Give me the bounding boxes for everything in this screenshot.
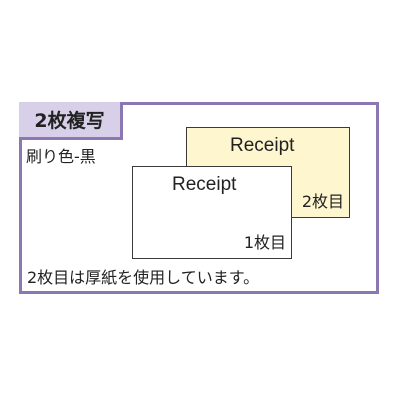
second-sheet-title: Receipt [230,135,295,156]
copy-count-badge: 2枚複写 [19,102,123,140]
second-sheet-number: 2枚目 [301,192,344,211]
first-sheet-title: Receipt [172,174,237,195]
first-sheet-illustration: Receipt 1枚目 [132,166,292,259]
first-sheet-number: 1枚目 [243,233,286,252]
ink-color-label: 刷り色-黒 [26,147,96,166]
thick-paper-note: 2枚目は厚紙を使用しています。 [27,268,260,287]
copy-count-label: 2枚複写 [34,110,105,132]
